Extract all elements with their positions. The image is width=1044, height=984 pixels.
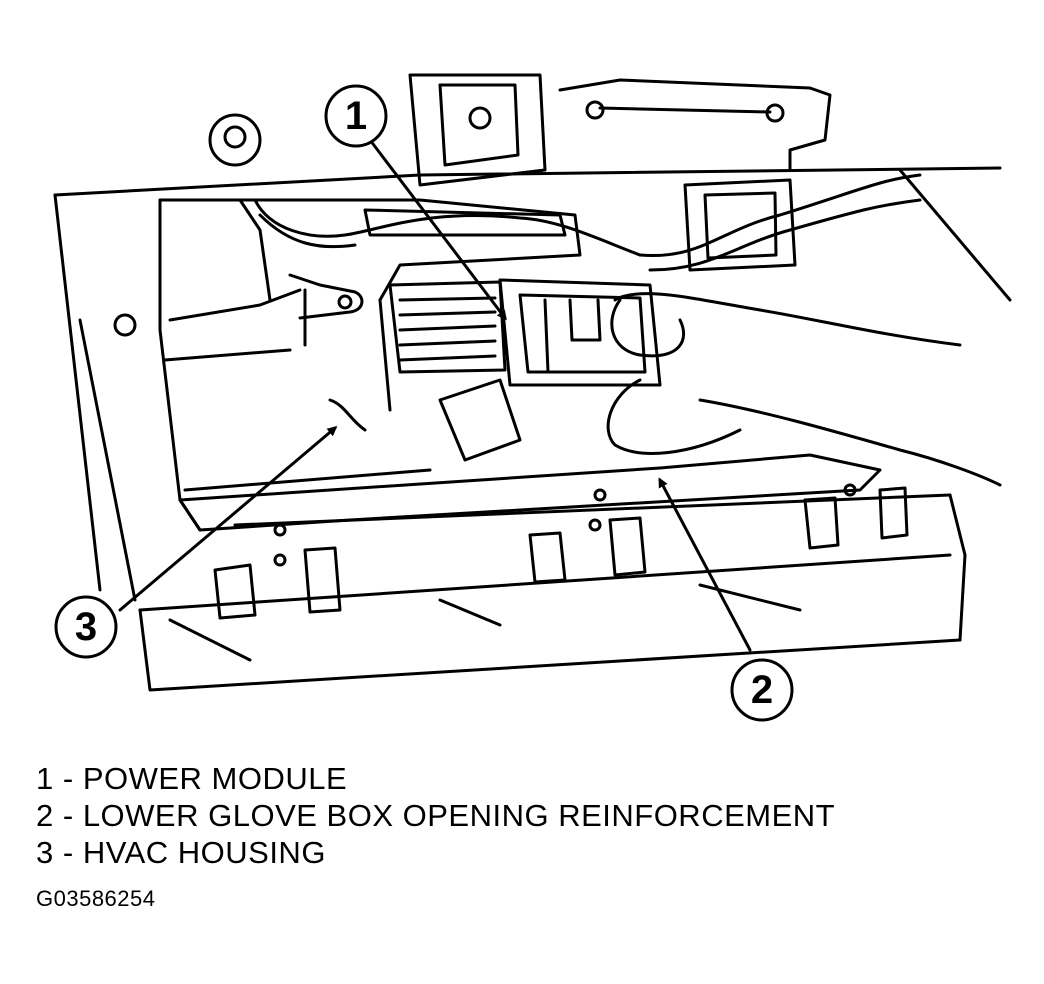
power-module	[388, 278, 662, 462]
legend-item-lower-glove-box-opening-reinforcement: 2 - LOWER GLOVE BOX OPENING REINFORCEMEN…	[36, 797, 996, 834]
lower-glove-box-opening-reinforcement	[138, 453, 967, 692]
legend-label: POWER MODULE	[82, 761, 348, 796]
legend-label: LOWER GLOVE BOX OPENING REINFORCEMENT	[82, 798, 836, 833]
callout-1-number: 1	[345, 94, 367, 138]
upper-mounting-bracket	[408, 73, 832, 187]
hvac-power-module-diagram: 1 2 3	[53, 73, 1012, 722]
callout-3: 3	[54, 595, 118, 659]
callout-1: 1	[324, 84, 388, 148]
wiring-harness	[253, 173, 922, 272]
callout-3-number: 3	[75, 605, 97, 649]
callout-3-leader	[118, 426, 338, 612]
legend: 1 - POWER MODULE 2 - LOWER GLOVE BOX OPE…	[36, 760, 996, 871]
callout-2-number: 2	[751, 668, 773, 712]
legend-item-power-module: 1 - POWER MODULE	[36, 760, 996, 797]
mounting-hole	[113, 313, 137, 337]
hvac-housing	[158, 198, 582, 532]
callout-2: 2	[730, 658, 794, 722]
figure-code: G03586254	[36, 886, 156, 911]
legend-separator: -	[53, 835, 83, 870]
legend-number: 3	[36, 835, 54, 870]
legend-separator: -	[53, 798, 83, 833]
callout-1-leader	[368, 138, 507, 321]
callout-2-leader	[658, 477, 752, 652]
legend-item-hvac-housing: 3 - HVAC HOUSING	[36, 834, 996, 871]
legend-label: HVAC HOUSING	[82, 835, 326, 870]
grommet	[208, 113, 262, 167]
hand	[606, 292, 1002, 487]
legend-separator: -	[53, 761, 83, 796]
legend-number: 2	[36, 798, 54, 833]
legend-number: 1	[36, 761, 54, 796]
